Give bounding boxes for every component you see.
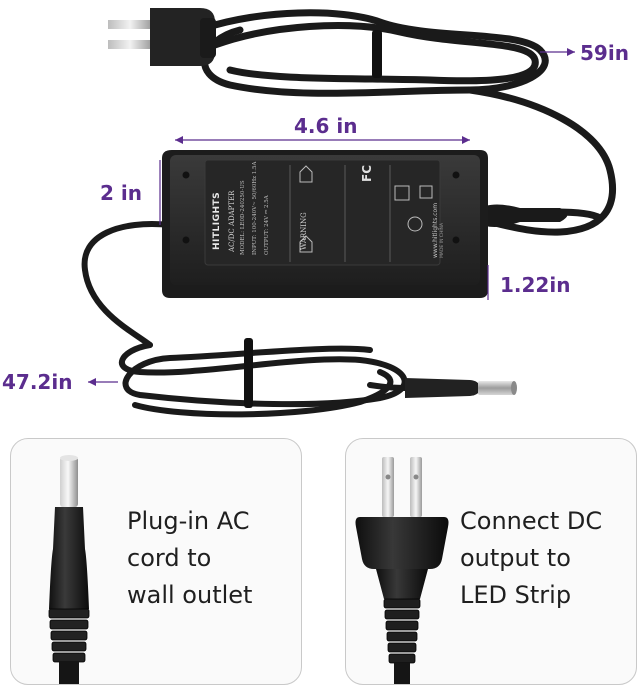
ac-cord-length-label: 59in (580, 41, 629, 65)
adapter-length-label: 4.6 in (294, 114, 358, 138)
dc-cord-strap (244, 338, 253, 408)
adapter-width-label: 2 in (100, 181, 142, 205)
adapter-output: OUTPUT: 24V ⎓ 2.5A (264, 195, 270, 255)
card-dc-line-2: output to (460, 544, 571, 572)
adapter-brand: HITLIGHTS (212, 191, 222, 250)
card-ac-text: Plug-in AC cord to wall outlet (127, 503, 252, 614)
card-dc-text: Connect DC output to LED Strip (460, 503, 602, 614)
card-ac-line-3: wall outlet (127, 581, 253, 609)
adapter-input: INPUT: 100-240V~ 50/60Hz 1.5A (252, 161, 258, 256)
info-card-dc: Connect DC output to LED Strip (345, 438, 637, 685)
adapter-product: AC/DC ADAPTER (228, 190, 236, 252)
adapter-fc-mark: FC (360, 164, 374, 182)
dimension-lines (88, 51, 575, 383)
adapter-model: MODEL: LE0D-240250-US (240, 180, 246, 255)
info-card-ac: Plug-in AC cord to wall outlet (10, 438, 302, 685)
adapter-body (162, 150, 488, 298)
adapter-warning: WARNING (300, 212, 308, 250)
dc-cord (81, 221, 413, 418)
adapter-made-in: MADE IN CHINA (440, 222, 445, 258)
dc-cord-length-label: 47.2in (2, 370, 73, 394)
ac-cord (201, 9, 617, 236)
adapter-height-label: 1.22in (500, 273, 571, 297)
adapter-website: www.hitlights.com (432, 202, 439, 258)
dc-plug (405, 378, 517, 398)
card-ac-line-2: cord to (127, 544, 212, 572)
card-dc-line-1: Connect DC (460, 507, 603, 535)
card-dc-line-3: LED Strip (460, 581, 572, 609)
cord-strap (372, 30, 382, 78)
ac-plug (108, 8, 216, 66)
card-ac-line-1: Plug-in AC (127, 507, 250, 535)
c7-connector (478, 204, 602, 227)
dimension-arrows (88, 48, 575, 386)
ac-plug-icon (355, 457, 449, 684)
